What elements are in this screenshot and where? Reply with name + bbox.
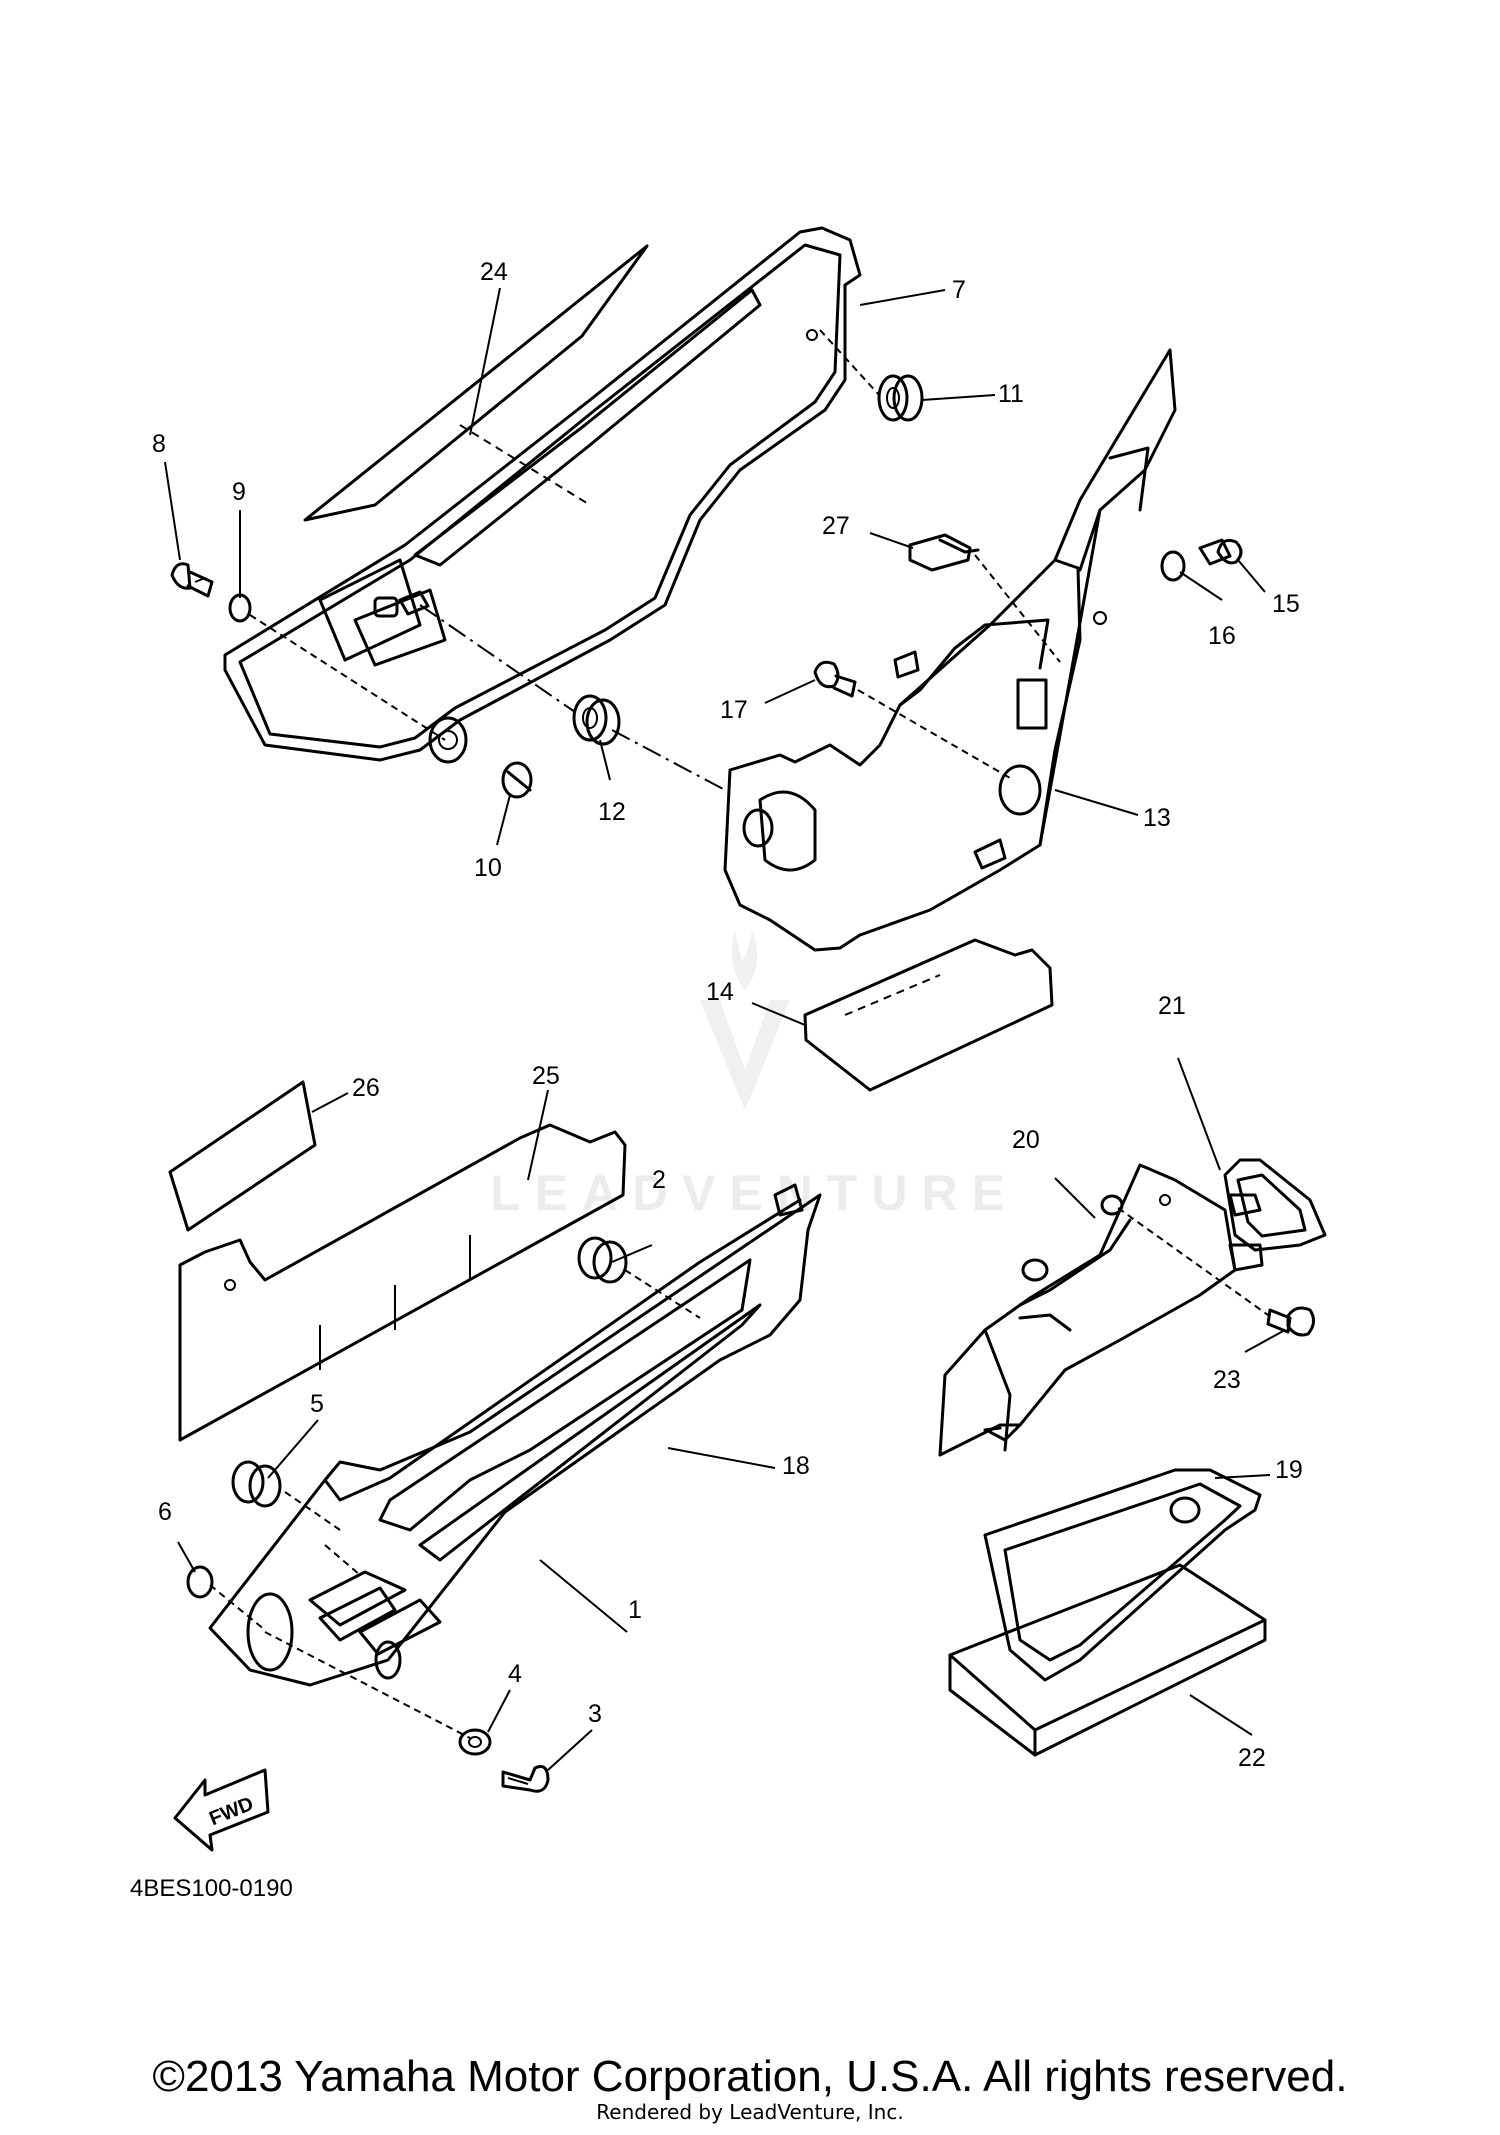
assembly-line bbox=[819, 329, 881, 397]
assembly-line bbox=[1117, 1207, 1269, 1316]
part-6-collar bbox=[186, 1565, 214, 1599]
copyright-notice: ©2013 Yamaha Motor Corporation, U.S.A. A… bbox=[152, 2052, 1348, 2101]
part-21-bracket bbox=[1223, 1158, 1327, 1272]
part-13-inner-panel bbox=[723, 348, 1177, 952]
assembly-line bbox=[974, 554, 1061, 663]
part-7-upper-side-cover bbox=[223, 226, 862, 764]
callout-26: 26 bbox=[352, 1074, 380, 1102]
callout-15: 15 bbox=[1272, 590, 1300, 618]
part-20-tank bbox=[938, 1163, 1237, 1457]
callout-7: 7 bbox=[952, 276, 966, 304]
callout-24: 24 bbox=[480, 258, 508, 286]
callout-9: 9 bbox=[232, 478, 246, 506]
assembly-line bbox=[857, 689, 1011, 779]
callout-19: 19 bbox=[1275, 1456, 1303, 1484]
part-12-grommet bbox=[572, 694, 621, 746]
part-24-decal bbox=[303, 244, 649, 522]
callout-10: 10 bbox=[474, 854, 502, 882]
assembly-line bbox=[611, 729, 726, 791]
part-17-bolt bbox=[813, 660, 857, 698]
watermark: LEADVENTURE bbox=[490, 930, 1019, 1221]
callout-4: 4 bbox=[508, 1660, 522, 1688]
watermark-text: LEADVENTURE bbox=[490, 1165, 1019, 1221]
callout-2: 2 bbox=[652, 1166, 666, 1194]
callout-17: 17 bbox=[720, 696, 748, 724]
part-26-decal bbox=[168, 1080, 317, 1232]
callout-18: 18 bbox=[782, 1452, 810, 1480]
fwd-label: FWD bbox=[206, 1793, 256, 1830]
part-4-washer bbox=[458, 1728, 492, 1756]
callout-3: 3 bbox=[588, 1700, 602, 1728]
part-5-grommet bbox=[231, 1460, 282, 1508]
part-25-panel bbox=[178, 1123, 627, 1442]
callout-6: 6 bbox=[158, 1498, 172, 1526]
part-2-grommet bbox=[577, 1236, 628, 1284]
part-19-strap bbox=[983, 1468, 1262, 1682]
part-9-collar bbox=[228, 593, 252, 623]
drawing-code: 4BES100-0190 bbox=[130, 1875, 293, 1902]
callout-20: 20 bbox=[1012, 1126, 1040, 1154]
callout-13: 13 bbox=[1143, 804, 1171, 832]
callouts: 1 2 3 4 5 6 7 8 9 10 11 12 13 14 15 16 1… bbox=[152, 258, 1303, 1772]
part-27-clip bbox=[908, 533, 980, 572]
part-8-bolt bbox=[170, 562, 214, 598]
callout-1: 1 bbox=[628, 1596, 642, 1624]
part-23-bolt bbox=[1266, 1306, 1315, 1337]
fwd-arrow-icon: FWD bbox=[173, 1768, 270, 1852]
callout-14: 14 bbox=[706, 978, 734, 1006]
part-3-screw bbox=[501, 1765, 550, 1793]
callout-23: 23 bbox=[1213, 1366, 1241, 1394]
callout-27: 27 bbox=[822, 512, 850, 540]
part-22-pad bbox=[948, 1563, 1267, 1757]
part-10-cap bbox=[501, 761, 533, 799]
part-15-bolt bbox=[1198, 538, 1243, 566]
part-11-grommet bbox=[877, 374, 924, 422]
callout-12: 12 bbox=[598, 798, 626, 826]
assembly-line bbox=[419, 604, 576, 713]
callout-22: 22 bbox=[1238, 1744, 1266, 1772]
callout-16: 16 bbox=[1208, 622, 1236, 650]
assembly-line bbox=[624, 1269, 701, 1319]
callout-5: 5 bbox=[310, 1390, 324, 1418]
callout-8: 8 bbox=[152, 430, 166, 458]
part-14-pad bbox=[803, 938, 1054, 1092]
callout-11: 11 bbox=[998, 380, 1024, 408]
render-credit: Rendered by LeadVenture, Inc. bbox=[596, 2100, 904, 2124]
assembly-line bbox=[324, 1544, 361, 1576]
callout-21: 21 bbox=[1158, 992, 1186, 1020]
part-16-collar bbox=[1160, 550, 1186, 582]
callout-25: 25 bbox=[532, 1062, 560, 1090]
assembly-line bbox=[264, 1631, 471, 1739]
part-1-lower-side-cover bbox=[208, 1183, 822, 1687]
assembly-line bbox=[249, 614, 446, 741]
leader-lines bbox=[164, 287, 1286, 1771]
